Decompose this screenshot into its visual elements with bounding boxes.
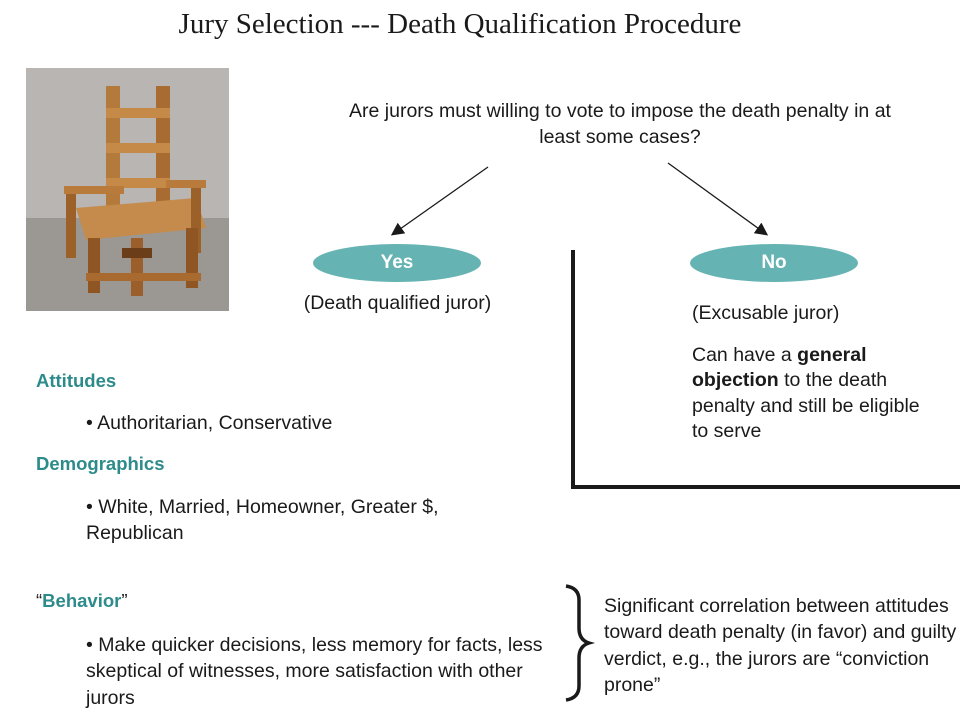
electric-chair-photo <box>26 68 229 311</box>
question-text: Are jurors must willing to vote to impos… <box>349 100 891 149</box>
brace-icon <box>565 584 596 702</box>
page-title: Jury Selection --- Death Qualification P… <box>178 8 742 40</box>
no-oval: No <box>690 244 858 282</box>
behavior-open-quote: “ <box>36 590 43 611</box>
behavior-heading-text: Behavior <box>42 590 122 611</box>
demographics-item: • White, Married, Homeowner, Greater $, … <box>86 496 439 545</box>
arrow-to-no <box>667 162 769 236</box>
yes-subtitle: (Death qualified juror) <box>303 292 492 314</box>
behavior-close-quote: ” <box>121 590 128 611</box>
no-desc-bold: general objection <box>692 344 867 392</box>
yes-oval: Yes <box>313 244 481 282</box>
no-desc-before: Can have a <box>692 344 798 366</box>
correlation-text: Significant correlation between attitude… <box>604 595 957 696</box>
behavior-item: • Make quicker decisions, less memory fo… <box>86 634 543 709</box>
no-subtitle: (Excusable juror) <box>692 302 840 324</box>
attitudes-heading: Attitudes <box>36 370 117 391</box>
demographics-heading: Demographics <box>36 453 165 474</box>
behavior-heading: “Behavior” <box>36 590 128 612</box>
no-description: Can have a general objection to the deat… <box>692 343 922 444</box>
arrow-to-yes <box>390 166 489 236</box>
no-desc-after: to the death penalty and still be eligib… <box>692 369 920 443</box>
attitudes-item: • Authoritarian, Conservative <box>86 412 333 434</box>
